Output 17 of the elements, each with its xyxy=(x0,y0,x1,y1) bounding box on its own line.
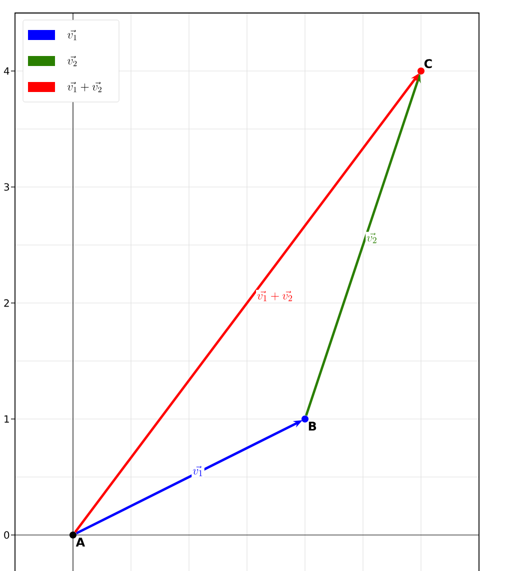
point: C xyxy=(418,59,432,74)
point: B xyxy=(302,416,316,431)
node-label: B xyxy=(308,422,316,431)
tick-label: 0 xyxy=(4,531,10,539)
legend-label: $\vec{v_1}$ xyxy=(68,30,76,40)
tick-label: 3 xyxy=(4,183,9,191)
tick-label: 1 xyxy=(4,415,9,423)
tick-label: 2 xyxy=(4,299,9,307)
edge-label: $\vec{v_1}$ xyxy=(192,466,202,476)
node-label: C xyxy=(424,59,432,68)
legend-label: $\vec{v_1}+\vec{v_2}$ xyxy=(68,82,102,92)
point: A xyxy=(70,532,85,547)
edge-label: $\vec{v_1}+\vec{v_2}$ xyxy=(257,290,292,302)
tick-label: 4 xyxy=(4,67,10,75)
node-label: A xyxy=(76,538,85,547)
legend-label: $\vec{v_2}$ xyxy=(68,56,77,66)
edge-label: $\vec{v_2}$ xyxy=(366,232,376,244)
